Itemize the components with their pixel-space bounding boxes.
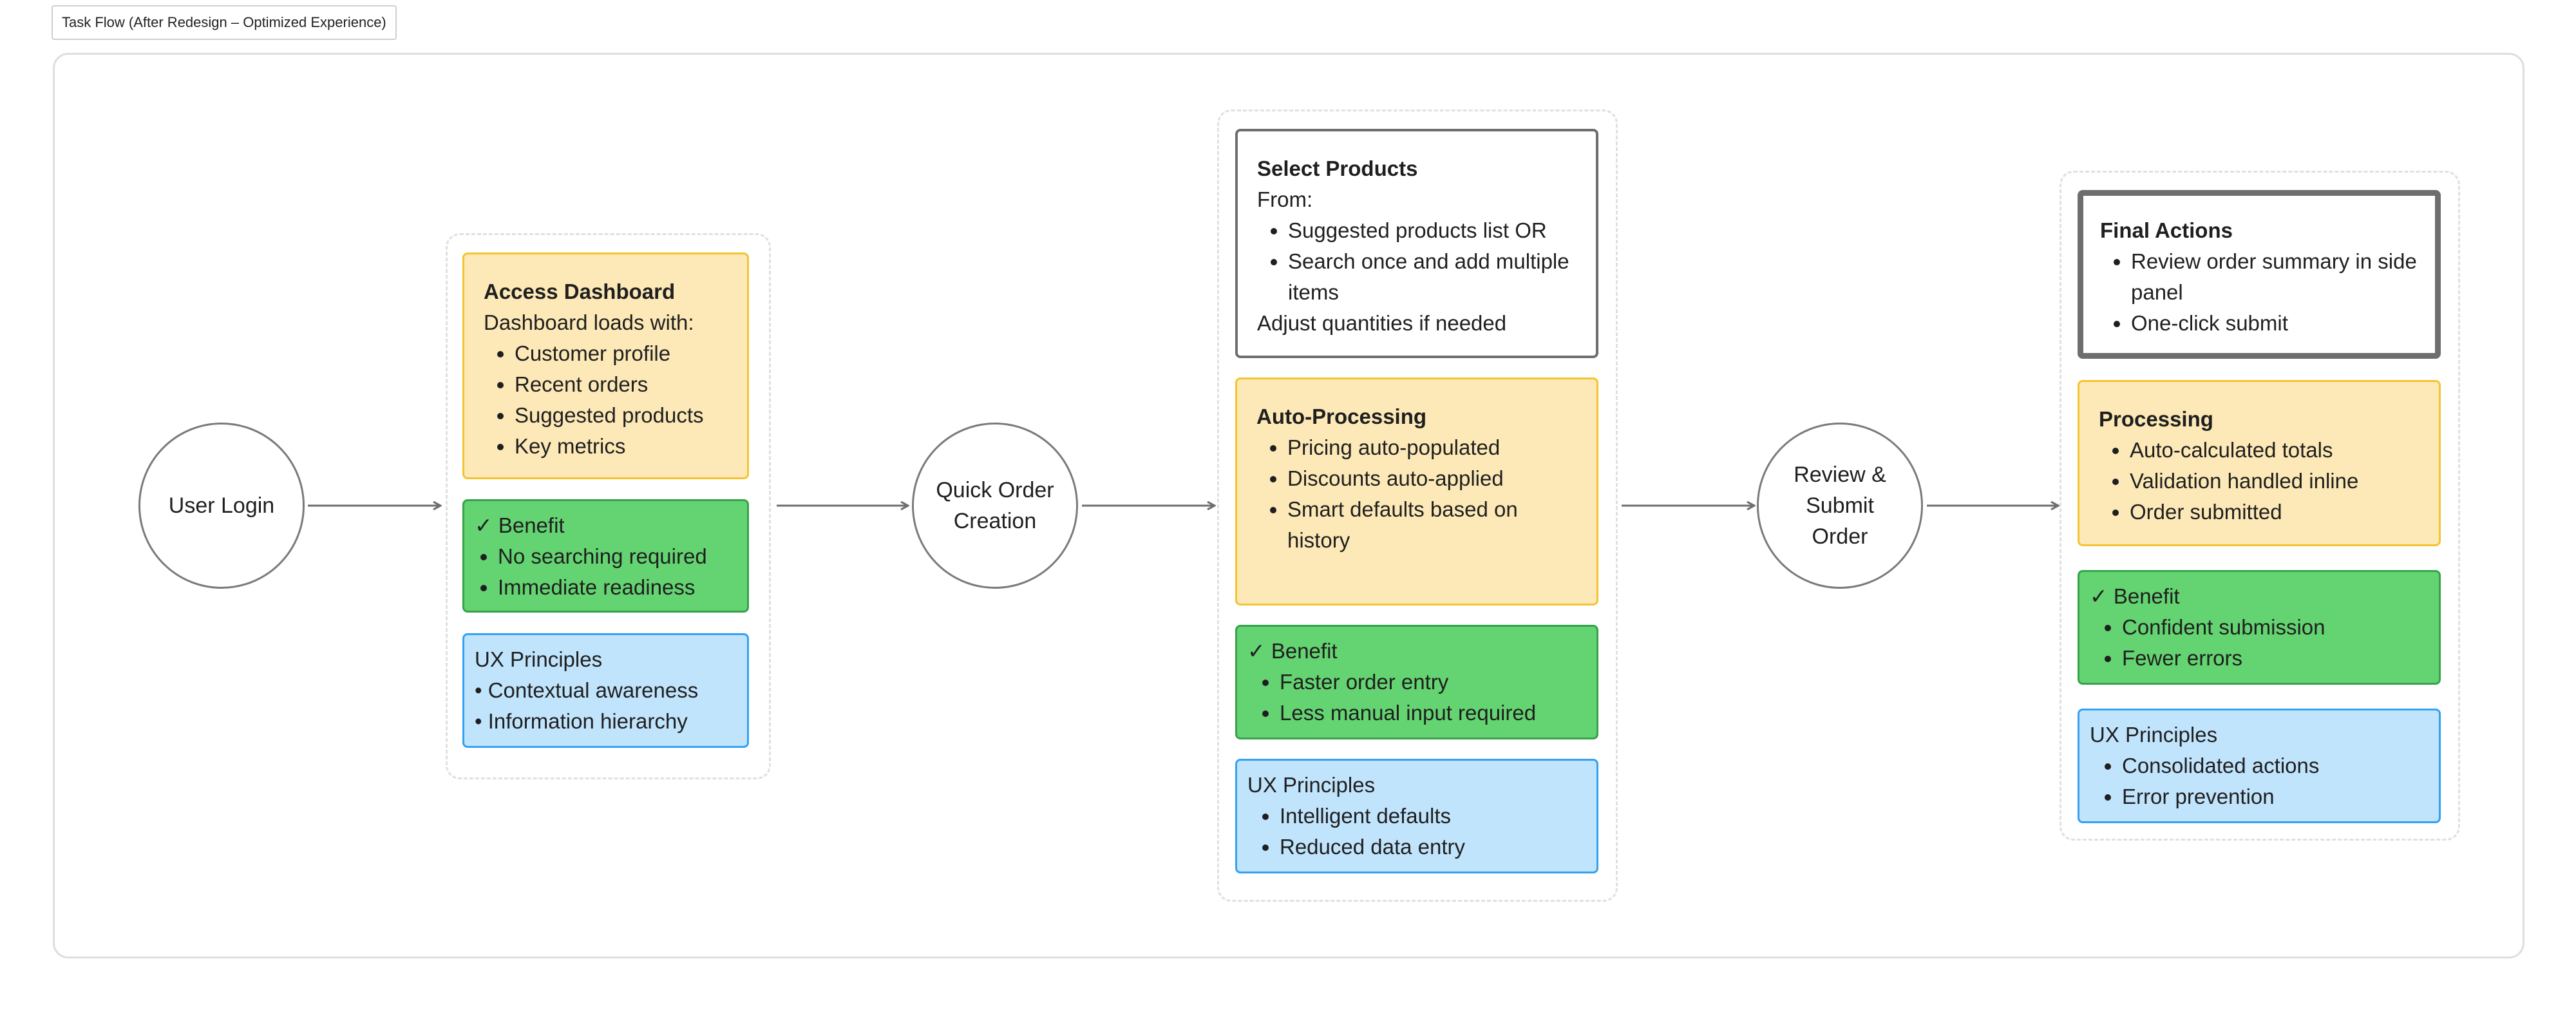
dashboard-ux-principles-card[interactable]: UX Principles • Contextual awareness • I… — [462, 633, 749, 748]
submit-ux-principles-card[interactable]: UX Principles Consolidated actions Error… — [2078, 709, 2441, 823]
card-title: Access Dashboard — [484, 280, 676, 303]
step-review-submit-order[interactable]: Review & Submit Order — [1757, 423, 1923, 589]
list-item: Less manual input required — [1280, 698, 1586, 729]
card-list: Pricing auto-populated Discounts auto-ap… — [1256, 432, 1577, 556]
step-label: Quick Order Creation — [936, 478, 1054, 533]
card-list: Customer profile Recent orders Suggested… — [484, 338, 728, 462]
list-item: Consolidated actions — [2122, 750, 2429, 781]
card-subtitle: From: — [1257, 187, 1313, 211]
card-title: Processing — [2099, 407, 2213, 431]
submit-benefit-card[interactable]: ✓ Benefit Confident submission Fewer err… — [2078, 570, 2441, 685]
list-item: No searching required — [498, 541, 737, 572]
auto-processing-card[interactable]: Auto-Processing Pricing auto-populated D… — [1235, 377, 1598, 605]
list-item: Pricing auto-populated — [1287, 432, 1577, 463]
list-item: Search once and add multiple items — [1288, 246, 1577, 308]
card-list: Intelligent defaults Reduced data entry — [1247, 801, 1586, 862]
step-quick-order-creation[interactable]: Quick Order Creation — [912, 423, 1078, 589]
card-title: Benefit — [498, 513, 565, 537]
check-icon: ✓ — [1247, 639, 1265, 663]
list-item: Reduced data entry — [1280, 832, 1586, 862]
list-item: Fewer errors — [2122, 643, 2429, 674]
step-user-login[interactable]: User Login — [138, 423, 305, 589]
card-list: Suggested products list OR Search once a… — [1257, 215, 1577, 308]
list-item: • Contextual awareness — [475, 678, 699, 702]
order-ux-principles-card[interactable]: UX Principles Intelligent defaults Reduc… — [1235, 759, 1598, 873]
card-list: Review order summary in side panel One-c… — [2100, 246, 2418, 339]
card-title: UX Principles — [2090, 723, 2218, 747]
select-products-card[interactable]: Select Products From: Suggested products… — [1235, 129, 1598, 358]
list-item: Discounts auto-applied — [1287, 463, 1577, 494]
card-list: Auto-calculated totals Validation handle… — [2099, 435, 2420, 528]
group-submit — [2060, 171, 2460, 841]
order-benefit-card[interactable]: ✓ Benefit Faster order entry Less manual… — [1235, 625, 1598, 739]
group-order — [1217, 110, 1618, 902]
check-icon: ✓ — [475, 513, 493, 537]
group-dashboard — [446, 233, 771, 779]
list-item: Suggested products — [515, 400, 728, 431]
card-title: Final Actions — [2100, 218, 2233, 242]
step-label: Review & Submit Order — [1794, 462, 1886, 549]
card-title: Select Products — [1257, 157, 1418, 180]
list-item: Error prevention — [2122, 781, 2429, 812]
card-title: Benefit — [2113, 584, 2180, 608]
final-actions-card[interactable]: Final Actions Review order summary in si… — [2078, 190, 2441, 359]
card-list: Confident submission Fewer errors — [2090, 612, 2429, 674]
processing-card[interactable]: Processing Auto-calculated totals Valida… — [2078, 380, 2441, 546]
list-item: Validation handled inline — [2130, 466, 2420, 497]
card-footer: Adjust quantities if needed — [1257, 311, 1507, 335]
card-title: UX Principles — [475, 647, 603, 671]
list-item: Immediate readiness — [498, 572, 737, 603]
list-item: Review order summary in side panel — [2131, 246, 2418, 308]
list-item: Smart defaults based on history — [1287, 494, 1577, 556]
list-item: Order submitted — [2130, 497, 2420, 528]
check-icon: ✓ — [2090, 584, 2108, 608]
card-subtitle: Dashboard loads with: — [484, 310, 694, 334]
list-item: Auto-calculated totals — [2130, 435, 2420, 466]
list-item: Confident submission — [2122, 612, 2429, 643]
list-item: Customer profile — [515, 338, 728, 369]
list-item: • Information hierarchy — [475, 709, 688, 733]
step-label: User Login — [168, 493, 275, 518]
card-list: No searching required Immediate readines… — [475, 541, 737, 603]
access-dashboard-card[interactable]: Access Dashboard Dashboard loads with: C… — [462, 252, 749, 479]
list-item: Recent orders — [515, 369, 728, 400]
list-item: Faster order entry — [1280, 667, 1586, 698]
list-item: Intelligent defaults — [1280, 801, 1586, 832]
diagram-frame — [53, 53, 2524, 958]
dashboard-benefit-card[interactable]: ✓ Benefit No searching required Immediat… — [462, 499, 749, 613]
card-list: Faster order entry Less manual input req… — [1247, 667, 1586, 729]
card-title: Auto-Processing — [1256, 405, 1427, 428]
card-list: Consolidated actions Error prevention — [2090, 750, 2429, 812]
frame-label: Task Flow (After Redesign – Optimized Ex… — [52, 5, 397, 40]
list-item: Key metrics — [515, 431, 728, 462]
list-item: One-click submit — [2131, 308, 2418, 339]
card-title: UX Principles — [1247, 773, 1376, 797]
list-item: Suggested products list OR — [1288, 215, 1577, 246]
card-title: Benefit — [1271, 639, 1338, 663]
